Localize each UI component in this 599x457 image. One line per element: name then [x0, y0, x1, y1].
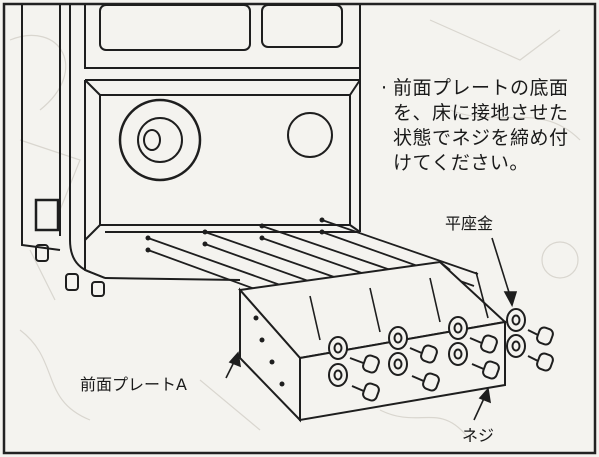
instruction-line-3: 状態でネジを締め付: [393, 127, 569, 149]
washer: [506, 308, 526, 332]
plate-slots: [309, 271, 489, 341]
washer: [448, 316, 468, 340]
screw: [349, 354, 380, 374]
instruction-line-1: 前面プレートの底面: [393, 77, 569, 99]
instruction-line-4: けてください。: [393, 152, 529, 174]
rod-ends: [145, 217, 325, 253]
cabinet: [21, 4, 361, 297]
screws: [349, 326, 554, 402]
screw-label: ネジ: [462, 426, 495, 445]
screw: [351, 382, 380, 402]
washer: [506, 334, 526, 358]
screw: [471, 360, 500, 380]
leader-arrows: [225, 237, 518, 421]
plate-arrowhead: [228, 351, 242, 368]
screw: [527, 352, 554, 372]
washers: [328, 308, 526, 387]
washer: [448, 342, 468, 366]
instruction-bullet: ·: [381, 77, 388, 99]
screw: [527, 326, 554, 346]
washer: [328, 336, 348, 360]
plate-holes: [253, 315, 285, 387]
screw: [409, 344, 438, 364]
screw: [469, 334, 498, 354]
washer: [328, 363, 348, 387]
instruction-line-2: を、床に接地させた: [393, 102, 569, 124]
washer: [388, 352, 408, 376]
front-plate-label: 前面プレートA: [80, 375, 187, 394]
background-sketch: [9, 19, 581, 441]
screw-arrowhead: [478, 387, 492, 404]
washer: [388, 326, 408, 350]
washer-arrowhead: [503, 291, 518, 308]
washer-label: 平座金: [445, 214, 494, 233]
screw: [411, 372, 440, 392]
